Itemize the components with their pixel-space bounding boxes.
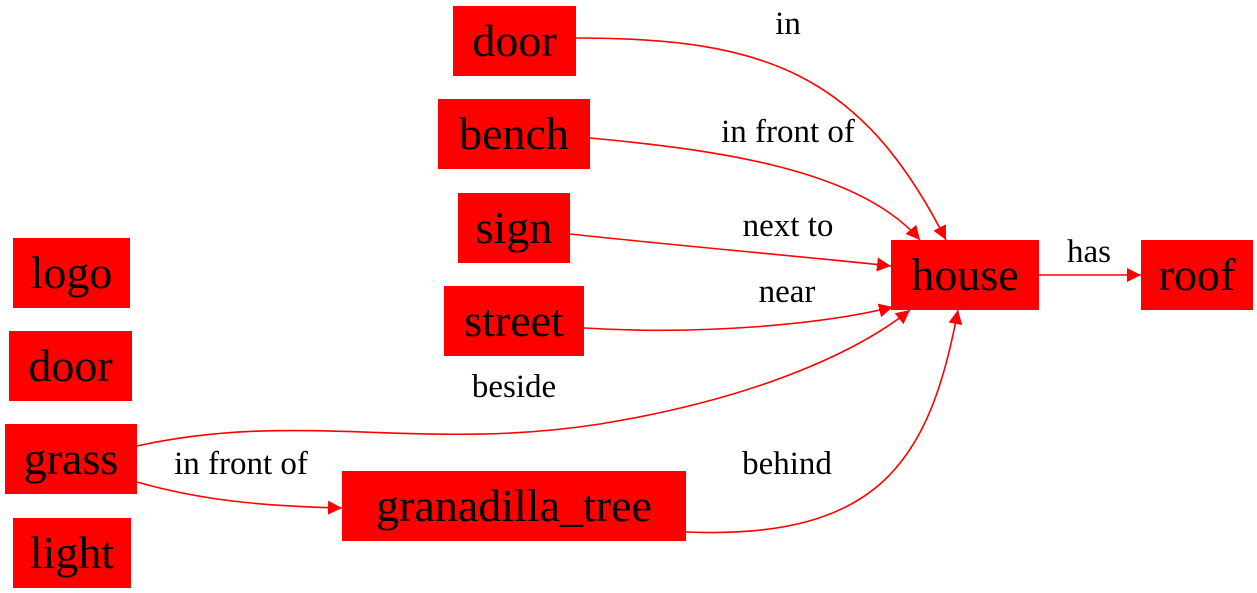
node-label-sign: sign <box>476 202 553 253</box>
edge-label-beside: beside <box>472 369 556 405</box>
node-label-grass: grass <box>24 433 119 484</box>
node-roof: roof <box>1141 240 1253 310</box>
node-street: street <box>444 286 584 356</box>
node-label-bench: bench <box>459 108 569 159</box>
edge-sign-house <box>569 233 892 272</box>
node-sign: sign <box>458 193 570 263</box>
edge-bench-house <box>589 137 921 241</box>
edge-label-behind: behind <box>742 446 832 482</box>
node-label-light: light <box>30 527 115 578</box>
node-label-logo: logo <box>31 247 113 298</box>
node-logo: logo <box>13 238 130 308</box>
node-door-top: door <box>453 6 576 76</box>
edge-label-next-to: next to <box>743 208 834 244</box>
edge-label-near: near <box>759 274 816 310</box>
node-label-granadilla-tree: granadilla_tree <box>376 480 652 531</box>
edge-label-in: in <box>775 6 801 42</box>
edge-tree-house <box>685 309 963 534</box>
node-label-house: house <box>911 249 1018 300</box>
edge-door-house <box>575 37 947 241</box>
node-grass: grass <box>5 424 137 494</box>
node-house: house <box>891 240 1039 310</box>
edge-label-in-front-of-bench: in front of <box>721 114 855 150</box>
edge-label-has: has <box>1067 234 1111 270</box>
node-label-door-top: door <box>472 15 556 66</box>
node-door-left: door <box>9 331 132 401</box>
node-label-roof: roof <box>1159 249 1236 300</box>
node-light: light <box>13 518 131 588</box>
edge-grass-house <box>136 309 911 447</box>
edge-label-in-front-of-grass: in front of <box>174 446 308 482</box>
edge-grass-tree <box>136 481 343 515</box>
node-label-door-left: door <box>28 340 112 391</box>
node-label-street: street <box>464 295 564 346</box>
edge-street-house <box>583 303 894 332</box>
node-bench: bench <box>438 99 590 169</box>
node-granadilla-tree: granadilla_tree <box>342 471 686 541</box>
